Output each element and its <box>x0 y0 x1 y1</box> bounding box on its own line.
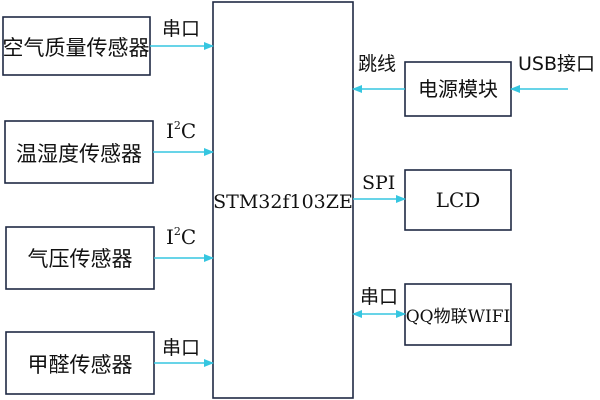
wifi-label: QQ物联WIFI <box>406 307 511 327</box>
link-label-temp-humidity: I2C <box>166 119 196 143</box>
link-label-pressure: I2C <box>166 225 196 249</box>
sensor-label-air-quality: 空气质量传感器 <box>3 36 150 60</box>
sensor-label-pressure: 气压传感器 <box>28 247 133 271</box>
usb-input-label: USB接口 <box>518 53 595 75</box>
link-label-lcd: SPI <box>362 172 395 194</box>
sensor-box-pressure <box>5 226 155 290</box>
link-label-wifi: 串口 <box>360 286 398 308</box>
link-label-formaldehyde: 串口 <box>162 337 200 359</box>
sensor-label-temp-humidity: 温湿度传感器 <box>16 142 142 166</box>
power-module-label: 电源模块 <box>418 77 498 101</box>
sensor-label-formaldehyde: 甲醛传感器 <box>28 353 133 377</box>
sensor-box-air-quality <box>2 16 151 76</box>
lcd-label: LCD <box>436 188 481 212</box>
link-label-power: 跳线 <box>358 53 396 75</box>
sensor-box-temp-humidity <box>4 120 154 184</box>
mcu-label: STM32f103ZE <box>213 191 353 213</box>
mcu-box <box>212 1 354 399</box>
link-label-air-quality: 串口 <box>162 18 200 40</box>
lcd-box <box>404 169 512 231</box>
